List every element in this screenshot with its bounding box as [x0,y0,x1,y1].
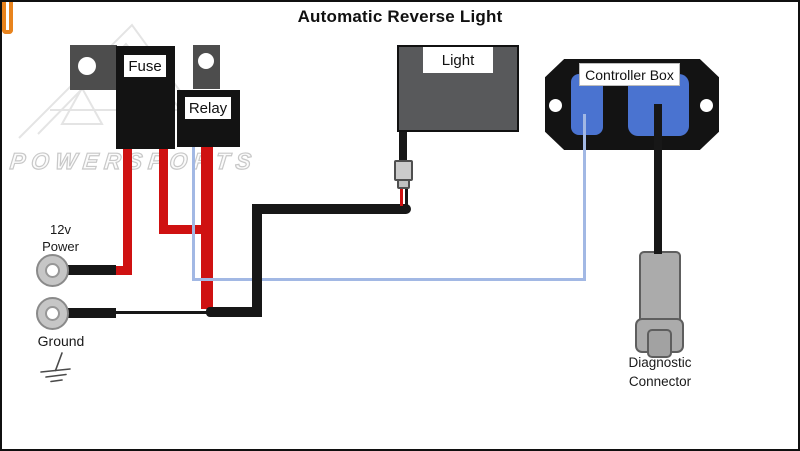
diagnostic-label-line1: Diagnostic [628,355,692,370]
ground-wire-thin-run [115,311,210,314]
fuse-to-relay-wire-jog [159,225,211,234]
light-inline-connector-tip [397,179,410,189]
relay-label: Relay [185,97,231,119]
diagram-title: Automatic Reverse Light [297,7,503,26]
harness-top-run [252,204,411,214]
harness-bottom-run [206,307,262,317]
power-label-line2: Power [42,239,79,254]
power-ring-terminal-hole [45,263,60,278]
ground-ring-terminal [36,297,69,330]
fuse-label: Fuse [124,55,166,77]
harness-vertical-run [252,204,262,317]
mounting-hole-icon [700,99,713,112]
light-lead-black [405,186,408,206]
mounting-hole-icon [78,57,96,75]
relay-jumper-loop-wire [2,2,13,34]
controller-box-label: Controller Box [579,63,680,86]
light-pigtail-wire [399,130,407,163]
controller-box: Controller Box [545,59,719,150]
light-label: Light [423,47,493,73]
diagnostic-connector-tab [647,329,672,358]
diagnostic-connector-body [639,251,681,324]
relay: Relay [177,90,240,147]
ground-terminal-lead [62,308,116,318]
controller-to-diagnostic-wire [654,104,662,254]
power-terminal-lead [62,265,116,275]
ground-ring-terminal-hole [45,306,60,321]
diagnostic-label-line2: Connector [628,374,692,389]
fuse-mounting-tab [70,45,117,90]
power-label-line1: 12v [50,222,71,237]
fuse-to-relay-wire [159,147,168,234]
fuse-holder: Fuse [116,46,175,149]
light-inline-connector [394,160,413,181]
light-lead-red [400,186,403,206]
mounting-hole-icon [549,99,562,112]
relay-output-wire [201,147,213,309]
signal-wire-relay-drop [192,147,195,281]
fuse-to-power-wire-elbow [114,266,127,275]
signal-wire-run [192,278,586,281]
powersports-watermark-text: POWERSPORTS [8,147,259,174]
mounting-hole-icon [198,53,214,69]
signal-wire-controller-drop [583,114,586,281]
fuse-to-power-wire [123,147,132,275]
relay-mounting-tab [193,45,220,89]
ground-label: Ground [37,333,85,349]
ground-symbol-icon [40,352,71,383]
light: Light [397,45,519,132]
